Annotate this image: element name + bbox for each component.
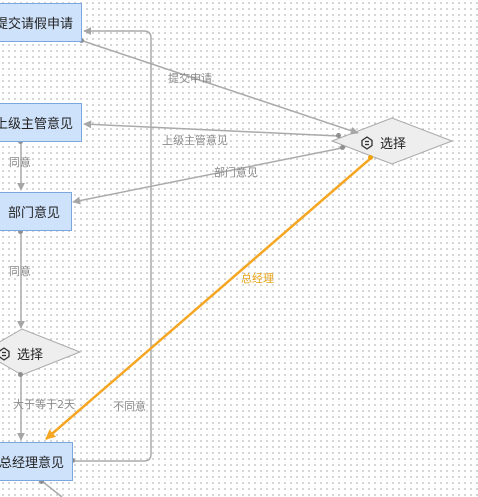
node-gm-opinion[interactable]: 总经理意见 xyxy=(0,442,73,481)
edge-choice-to-department[interactable] xyxy=(72,147,343,205)
edge-gm-disagree[interactable] xyxy=(74,27,152,462)
edge-label-days: 大于等于2天 xyxy=(13,398,75,411)
decision-right[interactable]: 选择 xyxy=(360,133,406,152)
node-supervisor-opinion[interactable]: 上级主管意见 xyxy=(0,103,82,142)
node-supervisor-opinion-label: 上级主管意见 xyxy=(0,117,73,132)
decision-left-label: 选择 xyxy=(17,348,44,363)
edge-choice-to-gm[interactable] xyxy=(45,157,372,440)
edge-label-disagree: 不同意 xyxy=(113,400,146,413)
edge-label-submit: 提交申请 xyxy=(168,72,212,85)
edge-label-gm: 总经理 xyxy=(241,272,274,285)
port-choice-right-gm xyxy=(368,155,373,160)
edge-label-agree-1: 同意 xyxy=(9,156,31,169)
decision-left[interactable]: 选择 xyxy=(0,344,43,363)
node-department-opinion[interactable]: 部门意见 xyxy=(0,192,72,231)
node-submit-leave-label: 提交请假申请 xyxy=(0,17,73,32)
decision-right-label: 选择 xyxy=(380,137,407,152)
decision-left-shape[interactable] xyxy=(0,328,82,376)
edge-submit-to-choice[interactable] xyxy=(82,40,359,135)
edge-label-supervisor: 上级主管意见 xyxy=(162,134,228,147)
edge-label-department: 部门意见 xyxy=(214,166,258,179)
edge-choice-to-supervisor[interactable] xyxy=(83,120,339,137)
edge-gm-out xyxy=(42,481,63,497)
port-gm-bottom xyxy=(39,479,44,484)
node-gm-opinion-label: 总经理意见 xyxy=(0,456,64,471)
swap-icon xyxy=(0,346,10,361)
port-choice-left-out xyxy=(18,372,23,377)
node-submit-leave[interactable]: 提交请假申请 xyxy=(0,3,82,42)
port-department-out xyxy=(18,229,23,234)
edge-label-agree-2: 同意 xyxy=(9,265,31,278)
node-department-opinion-label: 部门意见 xyxy=(7,206,60,221)
swap-icon xyxy=(361,135,373,150)
port-choice-right-2 xyxy=(340,145,345,150)
port-choice-right-1 xyxy=(336,133,341,138)
